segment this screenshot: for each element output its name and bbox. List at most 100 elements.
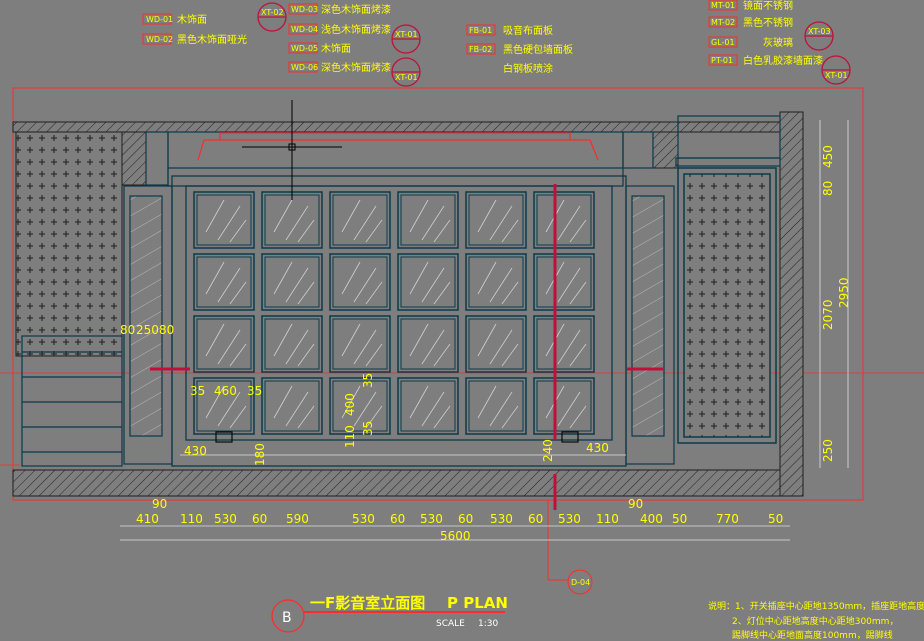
dim-value: 35 [190,384,205,398]
glass-panel-inner [400,256,456,308]
dim-value: 35 [361,373,375,388]
glass-panel [261,253,323,311]
glass-reflection [477,261,497,295]
legend-text: 灰玻璃 [763,36,793,49]
glass-panel-inner [332,318,388,370]
glass-reflection [421,205,445,241]
glass-reflection [421,329,445,365]
wall-hatching [12,111,804,497]
glass-reflection [557,391,581,427]
glass-reflection [365,281,383,305]
inner-dimensions: 80 250 80 35 460 35 430 430 180 240 400 … [120,323,609,466]
note-line: 2、灯位中心距地高度中心距地300mm， [732,615,898,627]
glass-reflection [353,205,377,241]
title-main: 一F影音室立面图 [310,594,425,612]
dim-value: 430 [184,444,207,458]
glass-panel [193,315,255,373]
dim-value: 460 [214,384,237,398]
legend-tag: FB-01 [469,26,492,35]
glass-panel [329,377,391,435]
dim-value: 80 [159,323,174,337]
glass-reflection [569,219,587,243]
legend-text: 白色乳胶漆墙面漆 [743,54,823,67]
dim-value: 60 [390,512,405,526]
glass-panel-inner [468,318,524,370]
glass-reflection [569,343,587,367]
right-acoustic-panel [677,167,777,444]
glass-reflection [217,267,241,303]
glass-reflection [273,199,293,233]
bubble-label: XT-02 [261,8,284,17]
section-tag: D-04 [571,578,590,587]
glass-reflection [501,281,519,305]
dim-value: 2950 [837,277,851,308]
glass-reflection [501,343,519,367]
glass-reflection [433,281,451,305]
dim-value: 530 [490,512,513,526]
glass-reflection [365,219,383,243]
legend-mid: WD-03 WD-04 WD-05 WD-06 深色木饰面烤漆 浅色木饰面烤漆 … [288,3,391,74]
legend-tag: WD-02 [146,35,173,44]
drawing-title: B 一F影音室立面图 P PLAN SCALE 1:30 [271,594,508,633]
legend-tag: WD-04 [291,25,318,34]
dim-value: 80 [821,181,835,196]
legend-text: 黑色硬包墙面板 [503,43,573,56]
legend-tag: GL-01 [711,38,735,47]
glass-reflection [477,323,497,357]
dim-value: 35 [247,384,262,398]
glass-reflection [353,267,377,303]
glass-panel [397,253,459,311]
glass-reflection [341,199,361,233]
glass-panel [193,253,255,311]
dim-value: 60 [252,512,267,526]
glass-reflection [205,199,225,233]
glass-reflection [285,205,309,241]
glass-reflection [353,391,377,427]
glass-reflection [297,405,315,429]
dim-value: 35 [361,421,375,436]
scale-value: 1:30 [478,619,498,629]
scale-label: SCALE [436,619,465,629]
legend-tag: WD-01 [146,15,173,24]
legend-right1: FB-01 FB-02 吸音布面板 黑色硬包墙面板 白钢板喷涂 [466,24,573,75]
glass-panel [397,377,459,435]
power-outlets [215,431,579,443]
glass-reflection [489,329,513,365]
glass-panel-inner [332,380,388,432]
glass-panel [329,191,391,249]
glass-reflection [229,405,247,429]
right-column [625,185,675,465]
glass-panel-inner [536,380,592,432]
glass-panel-inner [332,194,388,246]
glass-panel [465,315,527,373]
dim-value: 240 [541,439,555,462]
dim-value: 60 [528,512,543,526]
legend-text: 黑色木饰面哑光 [177,33,247,46]
glass-panel [193,377,255,435]
dim-value: 110 [180,512,203,526]
glass-reflection [285,329,309,365]
legend-text: 木饰面 [177,13,207,26]
dim-value: 450 [821,145,835,168]
glass-panel [533,377,595,435]
dim-value: 590 [286,512,309,526]
legend-text: 白钢板喷涂 [503,62,553,75]
glass-panel-inner [400,380,456,432]
glass-panel-inner [196,256,252,308]
panel-grid [193,191,595,435]
glass-reflection [205,261,225,295]
glass-panel [397,191,459,249]
bubble-label: XT-01 [825,71,848,80]
legend-text: 深色木饰面烤漆 [321,3,391,16]
dim-value: 770 [716,512,739,526]
dim-value: 530 [352,512,375,526]
glass-panel [397,315,459,373]
legend-text: 木饰面 [321,42,351,55]
glass-reflection [341,261,361,295]
glass-reflection [365,405,383,429]
glass-reflection [297,219,315,243]
glass-reflection [353,329,377,365]
accent-bars [150,184,663,510]
